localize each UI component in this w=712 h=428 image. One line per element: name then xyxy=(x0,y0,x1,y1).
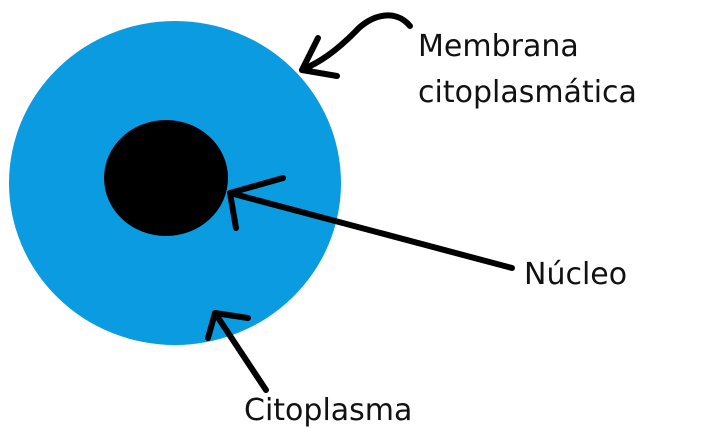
cell-nucleus xyxy=(104,120,228,236)
membrane-label-line1: Membrana xyxy=(418,29,579,64)
membrane-arrow-head xyxy=(302,38,337,76)
membrane-arrow xyxy=(302,15,410,76)
membrane-label-line2: citoplasmática xyxy=(418,75,637,110)
cytoplasm-label: Citoplasma xyxy=(244,393,412,428)
nucleus-label: Núcleo xyxy=(524,257,627,292)
